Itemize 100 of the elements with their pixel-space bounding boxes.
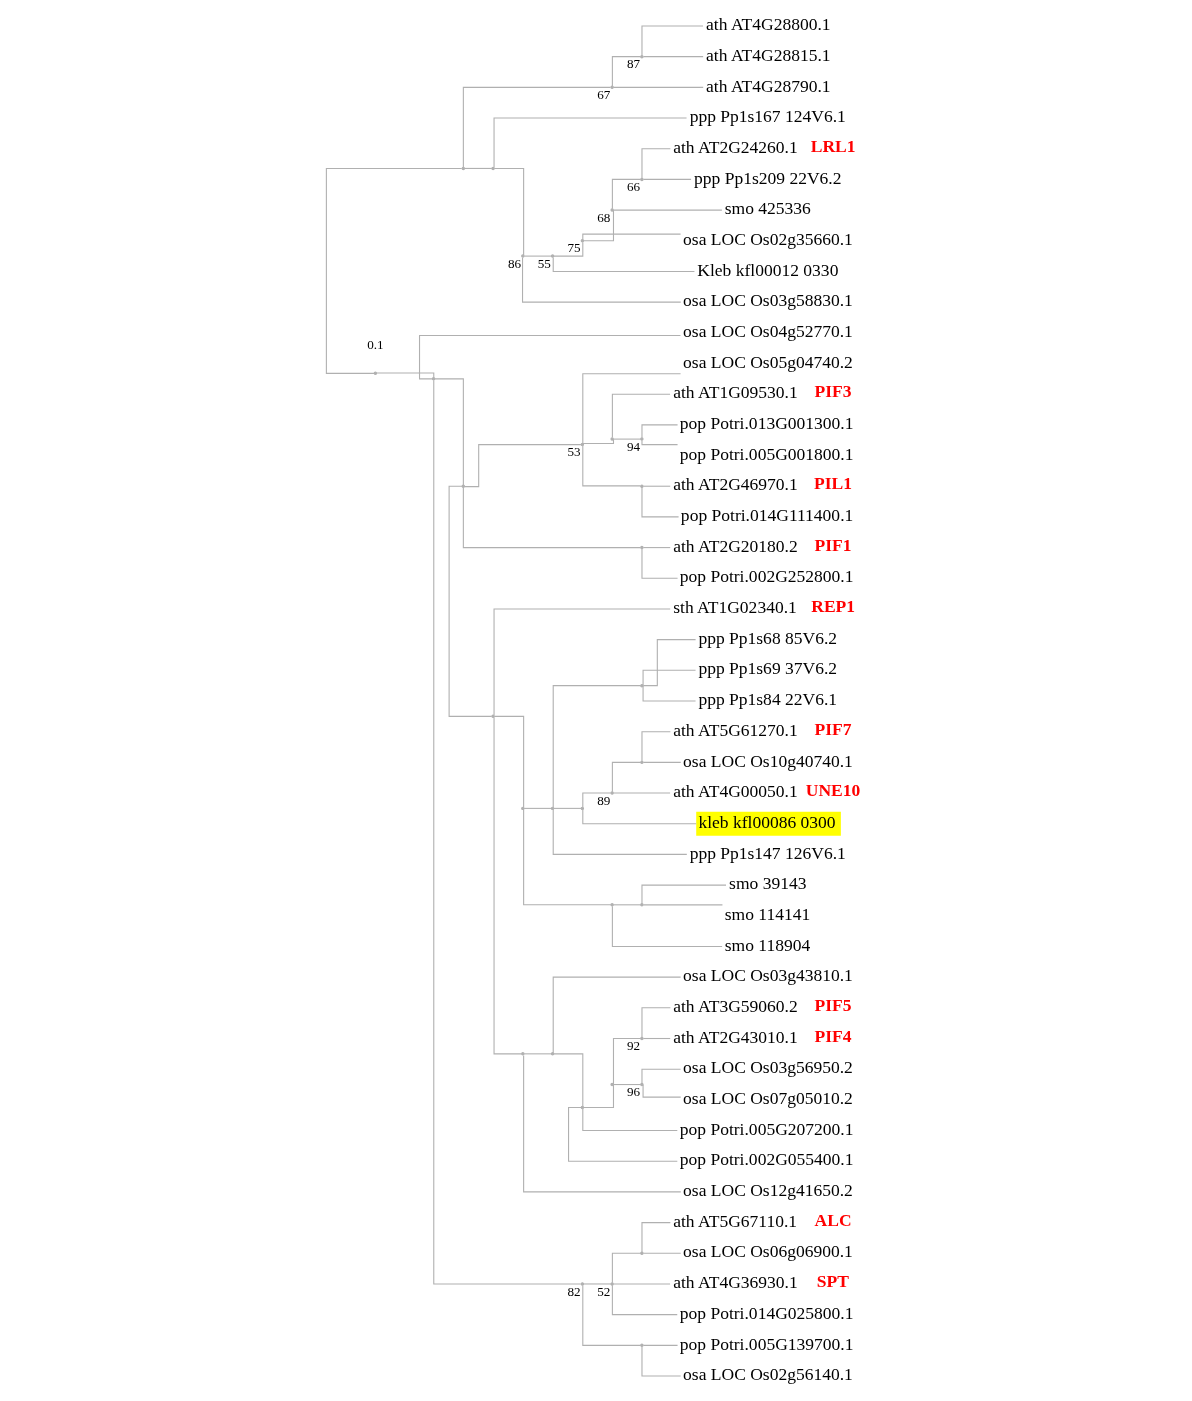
connector [463,443,581,487]
node-label: SPT [816,1270,849,1291]
node-label: PIF3 [814,380,852,401]
node-text: ppp Pp1s69 37V6.2 [697,657,837,678]
node-point [550,1051,554,1056]
node-point [520,1051,525,1056]
node-point [639,1343,644,1347]
connector [611,1284,678,1315]
connector [611,55,641,87]
node-text: osa LOC Os03g58830.1 [682,289,853,310]
node-point [431,376,435,381]
connector [612,438,641,440]
node-label: 89 [596,792,610,808]
node-point [580,1105,584,1109]
connector [612,86,704,88]
node-label: LRL1 [810,135,856,156]
connector [448,485,492,717]
node-text: ath AT2G43010.1 [672,1026,798,1047]
connector [581,808,697,824]
node-point [461,484,465,488]
node-text: pop Potri.014G111400.1 [680,504,853,525]
node-label: 75 [567,239,581,255]
connector [493,117,687,168]
connector [493,716,522,1054]
node-point [639,1036,644,1040]
connector [552,241,583,257]
connector [521,256,681,303]
connector [640,423,678,438]
node-label: PIL1 [813,472,852,493]
connector [493,607,671,716]
node-label: REP1 [810,595,855,616]
node-point [639,760,644,764]
connector [612,1083,641,1085]
connector [325,167,462,374]
node-text: ath AT5G61270.1 [672,719,798,740]
connector [640,884,727,904]
connector [493,715,524,808]
connector [552,807,582,809]
connector [581,444,641,486]
node-text: ath AT5G67110.1 [672,1210,797,1231]
node-label: 96 [626,1083,640,1099]
connector [493,167,524,256]
node-point [580,442,584,446]
connector [552,684,641,808]
node-text: pop Potri.014G025800.1 [679,1302,853,1323]
connector [523,1052,552,1054]
node-point [609,436,614,441]
connector [612,792,671,794]
label: 0.1 [366,336,384,352]
node-point [639,1082,644,1086]
connector [433,377,464,486]
node-label: PIF1 [814,534,852,555]
node-point [461,166,465,170]
connector [522,808,611,905]
connector [552,256,695,272]
connector [552,808,687,855]
connector [642,903,723,905]
node-point [609,207,614,212]
node-point [609,1082,614,1086]
connector [611,178,641,209]
node-text: ath AT4G28815.1 [705,44,831,65]
node-text: ppp Pp1s147 126V6.1 [689,842,846,863]
connector [640,24,704,56]
node-point [609,1281,614,1286]
node-text: smo 39143 [728,872,806,893]
node-text: sth AT1G02340.1 [672,596,797,617]
node-label: 53 [567,443,581,459]
node-label: 92 [626,1037,640,1053]
connector [581,438,614,444]
connector [612,1037,641,1085]
node-text: osa LOC Os03g56950.2 [682,1056,853,1077]
node-point [580,238,584,242]
node-label: 66 [626,178,640,194]
connector [642,1037,671,1039]
connector [522,1054,681,1192]
connector [640,439,678,445]
connector [523,255,552,257]
node-point [639,683,644,687]
node-text: ath AT4G00050.1 [672,780,798,801]
node-label: 94 [626,438,640,454]
node-point [520,806,525,810]
node-point [490,166,495,170]
connector [642,178,692,180]
node-label: PIF7 [814,718,852,739]
node-text: ath AT3G59060.2 [672,995,798,1016]
node-point [550,253,554,258]
node-point [373,371,377,375]
node-label: 86 [507,255,521,271]
connector [640,1221,671,1252]
connector [640,547,678,579]
connector [642,546,671,548]
node-text: osa LOC Os10g40740.1 [682,750,853,771]
connector [642,1083,681,1098]
node-text: ath AT2G46970.1 [672,473,798,494]
connector [611,905,723,947]
node-text: osa LOC Os04g52770.1 [682,320,853,341]
node-point [580,806,584,810]
connector [418,334,681,379]
node-text: osa LOC Os02g56140.1 [682,1363,853,1384]
node-text: pop Potri.005G139700.1 [679,1333,853,1353]
